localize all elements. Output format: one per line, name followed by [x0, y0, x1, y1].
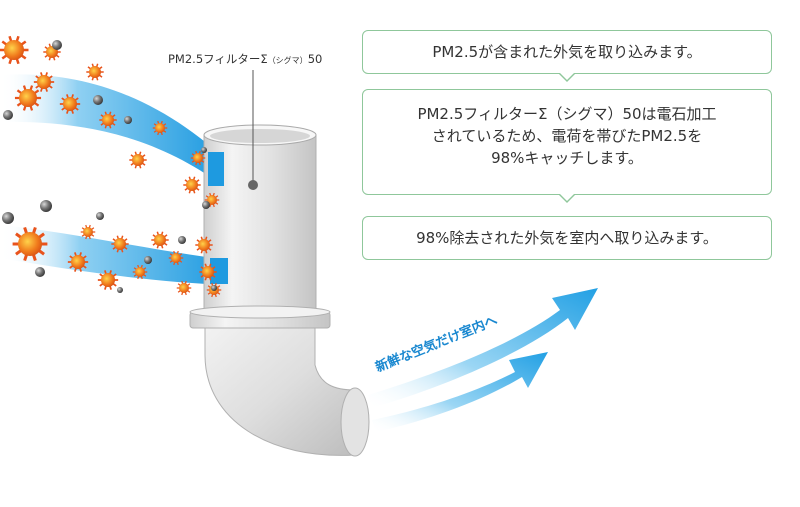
pm25-particle [129, 151, 147, 169]
fresh-air-arrow-lower [372, 352, 548, 432]
pm25-particle [199, 263, 217, 281]
pm25-particle [99, 111, 117, 129]
pm25-particle [190, 150, 206, 166]
pm25-particle [86, 63, 104, 81]
duct-elbow [204, 327, 356, 456]
dust-particle [211, 285, 217, 291]
elbow-outlet [340, 387, 370, 457]
dust-particle [3, 110, 13, 120]
filter-marker-dot [248, 180, 258, 190]
upper-stream-inlet [208, 152, 224, 186]
pm25-particle [183, 176, 201, 194]
step-3-text: 98%除去された外気を室内へ取り込みます。 [416, 229, 718, 247]
pm25-particle [12, 226, 48, 262]
dust-particle [40, 200, 52, 212]
pm25-particle [176, 280, 192, 296]
step-3-box: 98%除去された外気を室内へ取り込みます。 [362, 216, 772, 260]
pm25-particle [14, 85, 42, 111]
pm25-particle [168, 250, 184, 266]
fresh-air-arrow-upper [368, 288, 598, 408]
lower-air-stream [0, 225, 228, 285]
dust-particle [201, 147, 207, 153]
pm25-particle [33, 72, 55, 92]
dust-particle [124, 116, 132, 124]
filter-label: PM2.5フィルターΣ（シグマ）50 [168, 51, 322, 67]
step-2-line-2: されているため、電荷を帯びたPM2.5を [431, 127, 703, 145]
dust-particles [2, 40, 217, 293]
dust-particle [117, 287, 123, 293]
pm25-particle [152, 120, 168, 136]
pm25-particle [151, 231, 169, 249]
pm25-particle [67, 252, 89, 272]
step-2-line-1: PM2.5フィルターΣ（シグマ）50は電石加工 [417, 105, 717, 123]
filter-model: 50 [307, 52, 323, 66]
pm25-particle [195, 236, 213, 254]
dust-particle [93, 95, 103, 105]
step-2-box: PM2.5フィルターΣ（シグマ）50は電石加工 されているため、電荷を帯びたPM… [362, 89, 772, 203]
pm25-particle [80, 224, 96, 240]
dust-particle [35, 267, 45, 277]
dust-particle [96, 212, 104, 220]
filter-name: PM2.5フィルターΣ [168, 52, 268, 66]
pm25-particle [204, 192, 220, 208]
pm25-particle [132, 264, 148, 280]
step-1-text: PM2.5が含まれた外気を取り込みます。 [432, 43, 702, 61]
pm25-particle [0, 35, 29, 65]
pm25-particle [59, 94, 81, 114]
upper-air-stream [0, 74, 222, 185]
pm25-particle [97, 270, 119, 290]
dust-particle [52, 40, 62, 50]
step-1-box: PM2.5が含まれた外気を取り込みます。 [362, 30, 772, 82]
step-2-line-3: 98%キャッチします。 [491, 149, 643, 167]
filter-reading: （シグマ） [267, 56, 308, 65]
dust-particle [178, 236, 186, 244]
dust-particle [144, 256, 152, 264]
duct-pipe [189, 124, 331, 329]
pm25-particle [111, 235, 129, 253]
dust-particle [202, 201, 210, 209]
dust-particle [2, 212, 14, 224]
